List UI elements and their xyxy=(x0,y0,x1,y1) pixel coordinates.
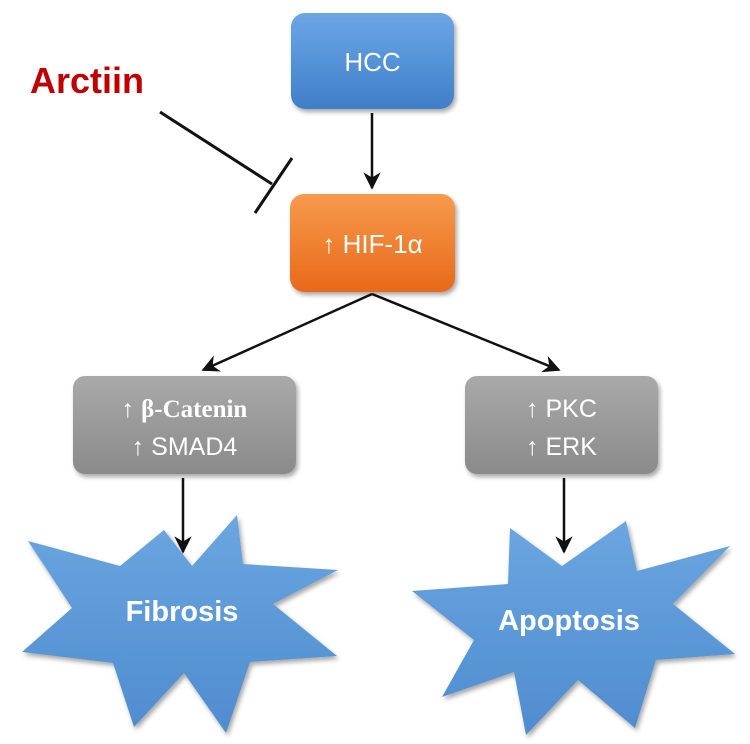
catenin-smad4-node xyxy=(73,376,296,474)
fibrosis-label: Fibrosis xyxy=(126,596,239,628)
apoptosis-label: Apoptosis xyxy=(498,605,640,637)
erk-line: ↑ ERK xyxy=(526,433,597,461)
pkc-line: ↑ PKC xyxy=(526,395,597,423)
inhibition-bar xyxy=(253,157,294,214)
arctiin-label: Arctiin xyxy=(30,60,144,101)
hif-to-right-arrow xyxy=(371,292,561,373)
hif-to-left-arrow xyxy=(201,292,373,372)
fibrosis-starburst xyxy=(22,515,338,733)
hcc-label: HCC xyxy=(344,47,400,77)
beta-catenin-text: β-Catenin xyxy=(141,396,247,423)
hif-node xyxy=(290,194,455,292)
hif-label: ↑ HIF-1α xyxy=(322,229,422,259)
inhibition-line xyxy=(159,110,273,186)
pkc-erk-node xyxy=(465,376,658,474)
apoptosis-starburst xyxy=(412,521,735,735)
up-arrow-glyph: ↑ xyxy=(122,395,141,423)
hcc-node xyxy=(291,13,454,109)
catenin-line: ↑ β-Catenin xyxy=(122,395,248,423)
smad4-line: ↑ SMAD4 xyxy=(132,433,238,461)
